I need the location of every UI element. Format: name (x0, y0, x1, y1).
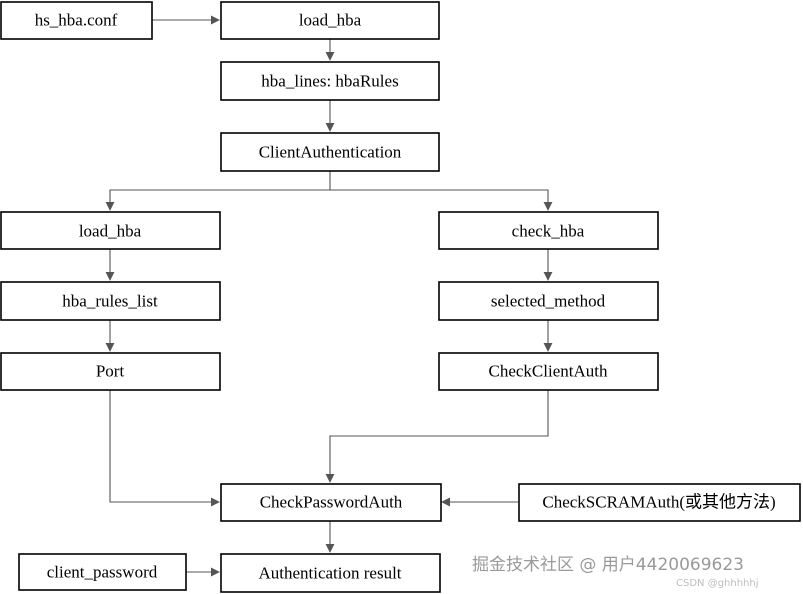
edge-port-to-check-password-auth (109, 390, 220, 507)
edge-client-auth-to-load-hba-left (105, 171, 331, 211)
node-label: hba_lines: hbaRules (261, 72, 398, 91)
node-port: Port (0, 352, 221, 391)
node-load-hba-top: load_hba (220, 1, 440, 40)
node-label: selected_method (491, 292, 606, 311)
node-label: hba_rules_list (62, 292, 158, 311)
node-label: load_hba (79, 222, 142, 241)
node-label: Port (96, 362, 125, 381)
edges (105, 15, 553, 577)
node-client-password: client_password (18, 553, 187, 591)
node-check-password-auth: CheckPasswordAuth (220, 483, 442, 522)
edge-check-client-auth-to-check-password-auth (325, 390, 549, 483)
node-label: check_hba (512, 222, 585, 241)
watermark-subtext: CSDN @ghhhhhj (676, 578, 759, 589)
node-label: CheckSCRAMAuth(或其他方法) (542, 493, 775, 512)
node-label: CheckPasswordAuth (260, 493, 403, 512)
node-authentication-result: Authentication result (220, 553, 441, 593)
node-load-hba-left: load_hba (0, 211, 221, 250)
node-hba-lines: hba_lines: hbaRules (220, 61, 440, 101)
node-selected-method: selected_method (438, 281, 659, 321)
node-label: hs_hba.conf (35, 11, 118, 30)
node-label: CheckClientAuth (489, 362, 608, 381)
node-check-hba: check_hba (438, 211, 659, 250)
node-check-scram-auth: CheckSCRAMAuth(或其他方法) (518, 483, 801, 522)
node-check-client-auth: CheckClientAuth (438, 352, 659, 391)
node-label: ClientAuthentication (259, 143, 402, 162)
node-hba-rules-list: hba_rules_list (0, 281, 221, 321)
node-label: load_hba (299, 11, 362, 30)
node-label: Authentication result (258, 564, 401, 583)
node-client-authentication: ClientAuthentication (220, 132, 440, 172)
node-hs-hba-conf: hs_hba.conf (0, 1, 153, 40)
watermark-text: 掘金技术社区 @ 用户4420069623 (472, 555, 744, 575)
node-label: client_password (47, 563, 158, 582)
edge-client-auth-to-check-hba (330, 189, 553, 211)
